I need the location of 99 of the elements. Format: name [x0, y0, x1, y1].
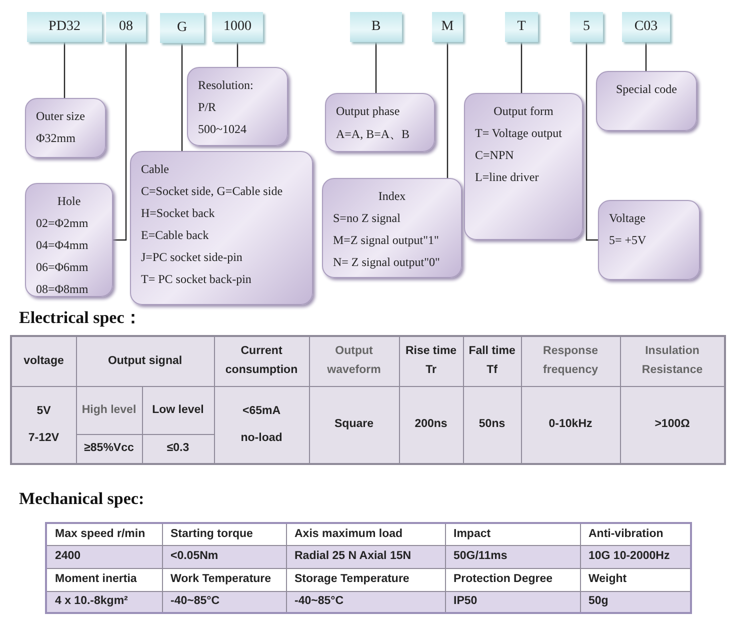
code-box: C03	[622, 12, 670, 42]
box-heading: Output phase	[336, 104, 401, 119]
cell-text: Radial 25 N Axial 15N	[294, 549, 412, 564]
cell-text: Max speed r/min	[55, 526, 146, 542]
code-box: T	[505, 12, 538, 42]
cell-text: Output signal	[108, 354, 182, 369]
cell-text: 50G/11ms	[454, 549, 508, 564]
code-box: B	[350, 12, 402, 42]
box-text: T= Voltage output	[475, 126, 563, 141]
cell-text: -40~85°C	[170, 594, 220, 610]
cell-text: Starting torque	[170, 526, 253, 542]
cell-text: Insulation Resistance	[640, 344, 704, 378]
box-heading: Resolution:	[198, 78, 254, 93]
connector-line	[64, 42, 66, 98]
connector-line	[645, 42, 647, 71]
box-heading: Voltage	[609, 211, 646, 226]
cell-text: ≥85%Vcc	[84, 441, 134, 456]
cell-text: Current consumption	[224, 344, 299, 378]
box-text: L=line driver	[475, 170, 540, 185]
box-text: 04=Φ4mm	[36, 238, 90, 253]
cell-text: High level	[82, 402, 136, 418]
cell-text: <65mA	[242, 404, 281, 419]
description-box	[130, 151, 313, 305]
cell-text: Work Temperature	[170, 572, 272, 587]
box-text: 06=Φ6mm	[36, 260, 90, 275]
cell-text: Weight	[588, 572, 627, 587]
cell-text: 50g	[588, 594, 608, 610]
cell-text: <0.05Nm	[170, 549, 218, 564]
box-text: 02=Φ2mm	[36, 216, 90, 231]
description-box	[25, 98, 106, 158]
section-heading: Mechanical spec:	[19, 489, 144, 509]
cell-text: 200ns	[414, 417, 448, 432]
cell-text: 10G 10-2000Hz	[588, 549, 670, 564]
cell-text: Anti-vibration	[588, 526, 664, 542]
description-box	[25, 183, 113, 297]
code-box: 1000	[212, 12, 263, 42]
code-box: PD32	[27, 12, 102, 42]
box-text: Φ32mm	[36, 131, 76, 146]
cell-text: 7-12V	[28, 430, 60, 446]
cell-text: Axis maximum load	[294, 526, 403, 542]
box-text: M=Z signal output"1"	[333, 233, 440, 248]
connector-line	[236, 42, 238, 67]
box-text: E=Cable back	[141, 228, 210, 243]
cell-text: Moment inertia	[55, 572, 137, 587]
box-text: 5= +5V	[609, 233, 648, 248]
box-text: 500~1024	[198, 122, 248, 137]
box-heading: Special code	[615, 82, 678, 97]
box-text: T= PC socket back-pin	[141, 272, 252, 287]
cell-text: Output waveform	[326, 344, 382, 378]
cell-text: Storage Temperature	[294, 572, 410, 587]
connector-line	[181, 43, 183, 151]
section-heading: Electrical spec：	[19, 307, 142, 329]
box-text: C=NPN	[475, 148, 515, 163]
box-heading: Hole	[56, 194, 82, 209]
box-text: S=no Z signal	[333, 211, 402, 226]
description-box	[464, 93, 583, 240]
cell-text: Square	[334, 417, 374, 432]
cell-text: 50ns	[478, 417, 506, 432]
cell-text: Low level	[152, 402, 204, 418]
cell-text: voltage	[24, 354, 64, 369]
cell-text: -40~85°C	[294, 594, 344, 610]
connector-line	[586, 42, 598, 241]
code-box: M	[432, 12, 463, 42]
cell-text: Protection Degree	[454, 572, 553, 587]
cell-text: Impact	[454, 526, 491, 542]
cell-text: 0-10kHz	[548, 417, 592, 432]
box-text: P/R	[198, 100, 218, 115]
box-heading: Cable	[141, 162, 170, 177]
cell-text: >100Ω	[654, 417, 690, 432]
cell-text: 5V	[36, 404, 51, 419]
connector-line	[446, 42, 448, 178]
cell-text: Rise time Tr	[404, 344, 458, 378]
description-box	[596, 71, 697, 131]
cell-text: 4 x 10.-8kgm²	[55, 594, 128, 610]
description-box	[187, 67, 288, 146]
description-box	[322, 178, 462, 278]
cell-text: ≤0.3	[166, 441, 190, 456]
box-text: A=A, B=A、B	[336, 126, 411, 143]
connector-line	[113, 42, 127, 241]
cell-text: Response frequency	[542, 344, 599, 378]
code-box: 08	[106, 12, 146, 42]
cell-text: IP50	[454, 594, 478, 610]
code-box: 5	[570, 12, 603, 42]
connector-line	[375, 42, 377, 93]
box-text: 08=Φ8mm	[36, 282, 90, 297]
connector-line	[520, 42, 522, 93]
cell-text: 2400	[55, 549, 81, 564]
box-text: H=Socket back	[141, 206, 216, 221]
code-box: G	[160, 13, 204, 43]
box-heading: Output form	[492, 104, 554, 119]
cell-text: Fall time Tf	[468, 344, 516, 378]
cell-text: no-load	[240, 430, 282, 446]
box-heading: Outer size	[36, 109, 86, 124]
description-box	[598, 200, 700, 280]
description-box	[325, 93, 435, 152]
box-text: J=PC socket side-pin	[141, 250, 244, 265]
box-text: C=Socket side, G=Cable side	[141, 184, 284, 199]
box-heading: Index	[377, 189, 407, 204]
box-text: N= Z signal output"0"	[333, 255, 441, 270]
